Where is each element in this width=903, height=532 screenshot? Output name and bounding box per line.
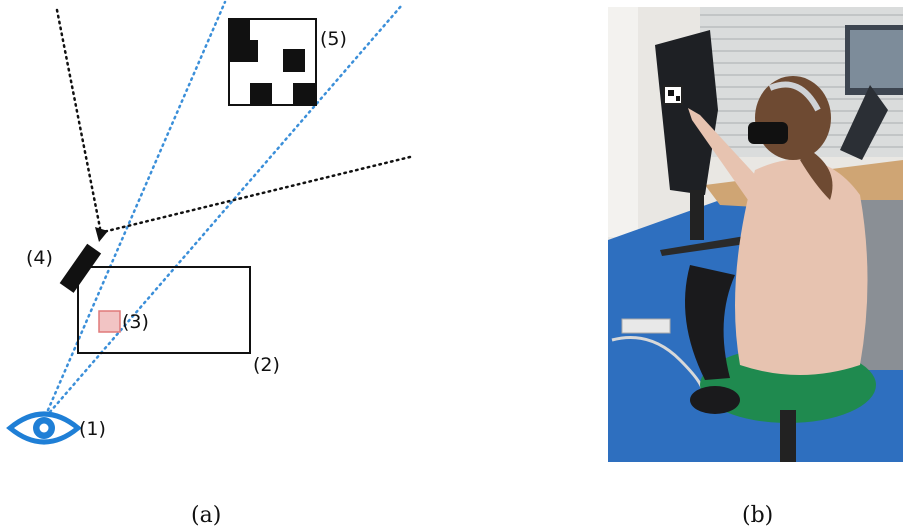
camera-ray-lower [101, 155, 412, 234]
panel-a-schematic: (2) (3) (4) (5) (1) (a) [6, 0, 412, 528]
vr-headset [748, 122, 788, 144]
fiducial-marker [228, 18, 317, 106]
panel-b-photo: (b) [608, 7, 903, 528]
laptop [840, 85, 888, 160]
screen-rectangle [77, 266, 251, 354]
screen-label: (2) [253, 354, 280, 376]
eye-label: (1) [79, 418, 106, 440]
marker-label: (5) [320, 28, 347, 50]
office-chair [655, 30, 718, 195]
camera-ray-arrowhead [95, 227, 108, 242]
caption-b: (b) [742, 503, 773, 528]
sight-line-left [46, 0, 227, 412]
sight-line-right [48, 3, 404, 414]
camera-ray-upper [55, 8, 102, 230]
person-torso [735, 159, 868, 375]
camera-label: (4) [26, 247, 53, 269]
target-square [98, 310, 121, 333]
camera-body [59, 243, 102, 293]
eye-icon [6, 411, 82, 445]
target-label: (3) [122, 311, 149, 333]
caption-a: (a) [191, 503, 221, 528]
